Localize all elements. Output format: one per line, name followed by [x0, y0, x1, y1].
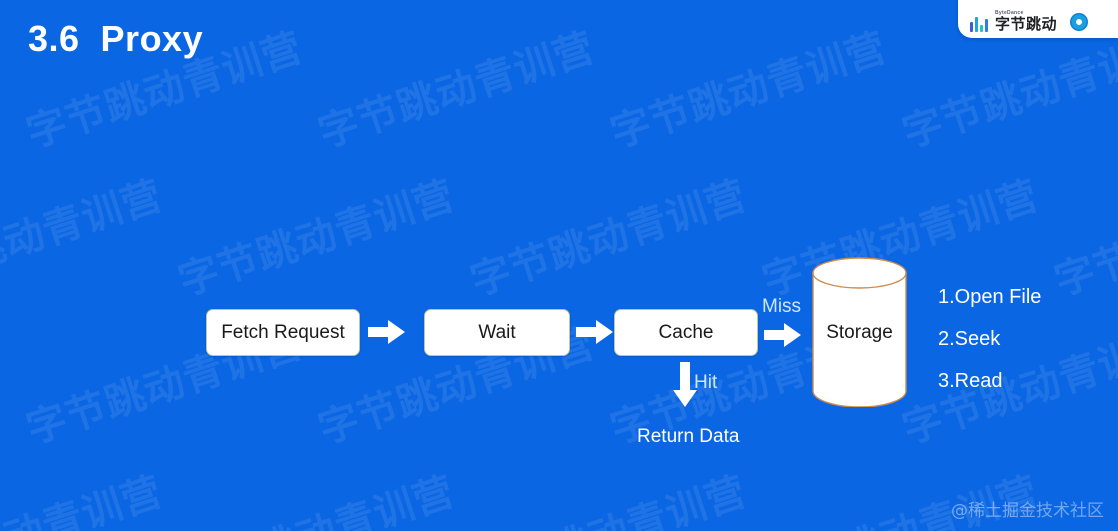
arrow-fetch-to-wait-icon: [368, 320, 405, 344]
logo-latin-text: ByteDance: [995, 10, 1024, 16]
logo-chinese-text: 字节跳动: [995, 15, 1058, 33]
list-item: 1.Open File: [938, 286, 1042, 308]
blue-circle-icon: [1070, 13, 1089, 31]
list-item: 2.Seek: [938, 328, 1001, 350]
page-title: 3.6 Proxy: [28, 18, 204, 59]
node-wait-label: Wait: [478, 321, 516, 343]
bar-chart-logo-icon: [970, 17, 988, 32]
arrow-cache-to-storage-icon: [764, 323, 801, 347]
edge-label-miss: Miss: [762, 296, 802, 317]
footer-watermark: @稀土掘金技术社区: [951, 501, 1104, 521]
logo-text: ByteDance 字节跳动: [995, 11, 1057, 32]
bytedance-logo-badge: ByteDance 字节跳动: [958, 0, 1118, 38]
node-fetch-request-label: Fetch Request: [221, 321, 345, 343]
node-return-data-label: Return Data: [637, 426, 740, 447]
node-storage-label: Storage: [826, 322, 893, 343]
storage-steps-list: 1.Open File 2.Seek 3.Read: [938, 286, 1041, 412]
edge-label-hit: Hit: [694, 372, 718, 393]
node-fetch-request[interactable]: Fetch Request: [206, 309, 360, 356]
arrow-wait-to-cache-icon: [576, 320, 613, 344]
node-storage-cylinder[interactable]: [812, 257, 907, 407]
arrow-cache-to-return-data-icon: [673, 362, 697, 407]
node-cache[interactable]: Cache: [614, 309, 758, 356]
list-item: 3.Read: [938, 370, 1003, 392]
node-wait[interactable]: Wait: [424, 309, 570, 356]
node-cache-label: Cache: [658, 321, 714, 343]
